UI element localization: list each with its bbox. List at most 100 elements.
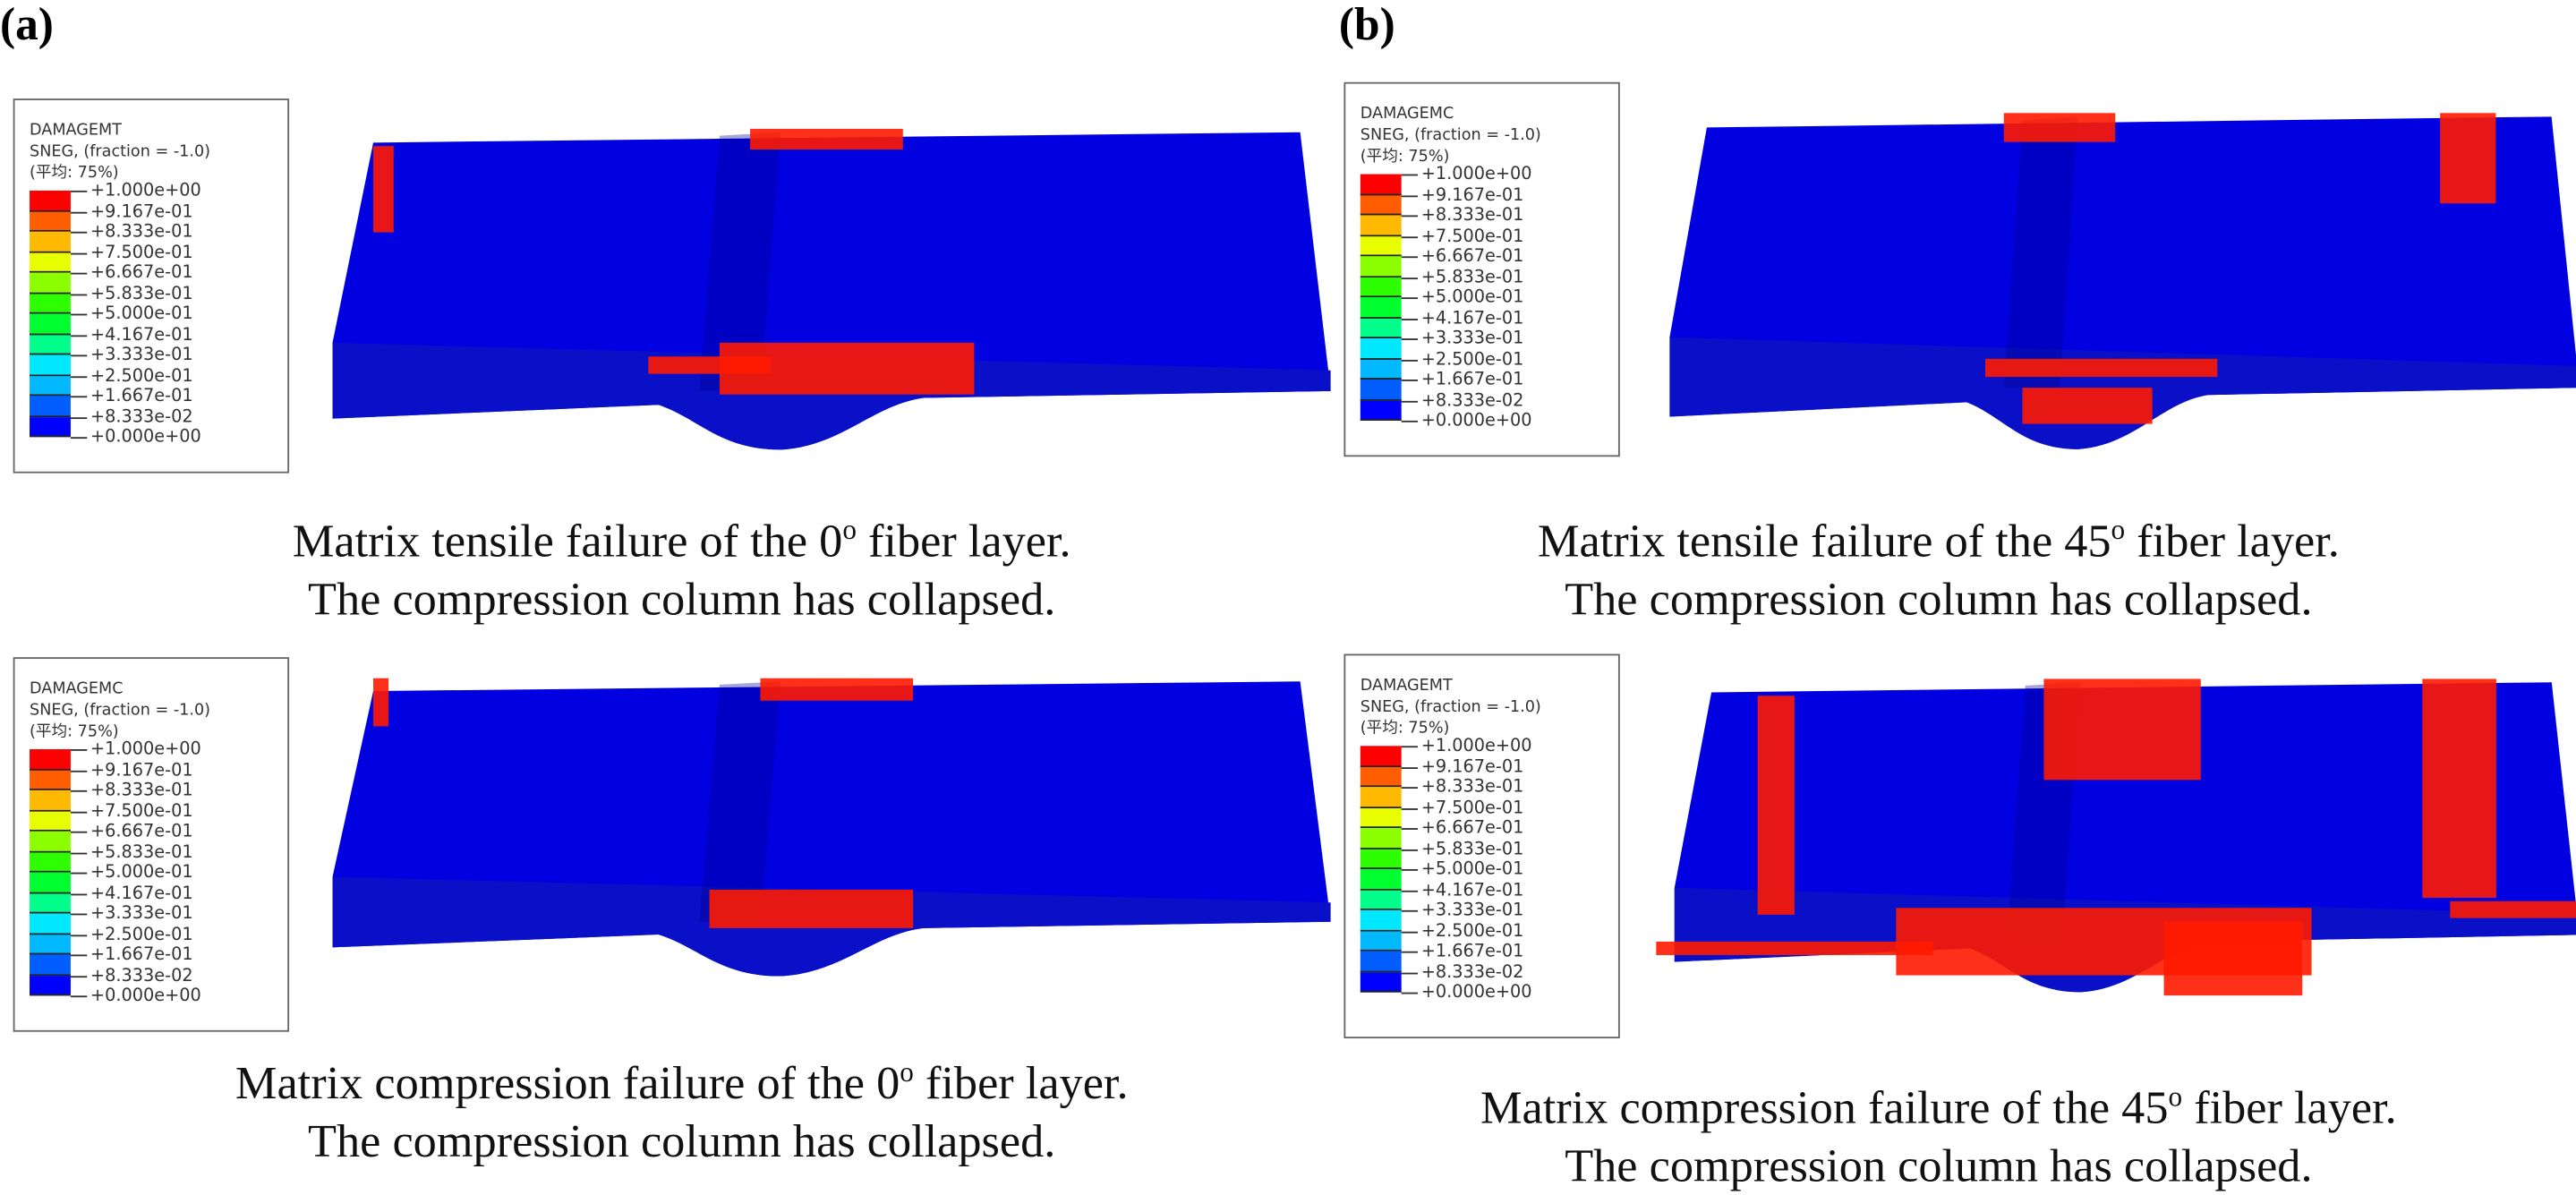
color-band: [1360, 380, 1402, 400]
legend-value: +0.000e+00: [90, 427, 201, 448]
legend-tick: [70, 416, 88, 419]
caption-text: fiber layer.: [856, 516, 1071, 568]
color-band: [1360, 951, 1402, 972]
damage-region: [1757, 696, 1795, 915]
legend-tick: [70, 231, 88, 234]
legend-tick: [1401, 194, 1419, 197]
caption: Matrix compression failure of the 45o fi…: [1363, 1068, 2513, 1195]
color-band: [30, 851, 71, 873]
legend-tick: [70, 790, 88, 792]
legend-value: +8.333e-01: [90, 780, 193, 800]
legend-tick: [1401, 399, 1419, 402]
legend-value: +5.000e-01: [1420, 287, 1524, 308]
legend-tick: [1401, 930, 1419, 933]
legend-variable: DAMAGEMT: [1360, 677, 1453, 696]
legend-value: +4.167e-01: [90, 324, 193, 345]
caption: Matrix tensile failure of the 45o fiber …: [1363, 501, 2513, 628]
legend-tick: [1401, 359, 1419, 361]
legend-value: +5.000e-01: [90, 303, 193, 324]
legend-tick: [1401, 868, 1419, 871]
legend-value: +7.500e-01: [90, 800, 193, 821]
legend-value: +1.667e-01: [90, 386, 193, 406]
legend-step: SNEG, (fraction = -1.0): [30, 701, 211, 720]
degree-superscript: o: [2111, 514, 2126, 546]
legend-value: +1.000e+00: [90, 180, 201, 201]
caption-line-1: Matrix tensile failure of the 45o fiber …: [1363, 501, 2513, 571]
color-band: [30, 954, 71, 976]
damage-region: [648, 356, 771, 374]
fem-model-view: [332, 128, 1331, 450]
legend-value: +2.500e-01: [90, 924, 193, 944]
legend-tick: [70, 975, 88, 977]
panel-label-b: (b): [1338, 0, 1395, 51]
legend-tick: [1401, 828, 1419, 830]
caption-text: Matrix compression failure of the 45: [1480, 1083, 2169, 1135]
legend-value: +4.167e-01: [90, 883, 193, 903]
legend-tick: [1401, 849, 1419, 850]
color-band: [30, 872, 71, 893]
legend-value: +8.333e-01: [1420, 205, 1524, 226]
legend-value: +3.333e-01: [1420, 900, 1524, 920]
color-band: [30, 210, 71, 232]
color-band: [1360, 930, 1402, 952]
legend-tick: [70, 748, 88, 751]
damage-region: [2003, 113, 2116, 142]
legend-tick: [70, 313, 88, 316]
legend-tick: [1401, 215, 1419, 218]
legend-value: +9.167e-01: [90, 759, 193, 780]
caption: Matrix tensile failure of the 0o fiber l…: [107, 501, 1257, 628]
caption-text: Matrix tensile failure of the 0: [292, 516, 843, 568]
laminate-front-face: [332, 342, 1331, 450]
legend-tick: [70, 375, 88, 378]
damage-region: [760, 678, 914, 701]
color-band: [1360, 909, 1402, 931]
legend-tick: [70, 995, 88, 998]
legend-tick: [1401, 338, 1419, 340]
caption-line-2: The compression column has collapsed.: [308, 1116, 1056, 1168]
legend-value: +2.500e-01: [1420, 349, 1524, 370]
legend-value: +4.167e-01: [1420, 879, 1524, 900]
damage-region: [2422, 679, 2496, 899]
damage-region: [2450, 901, 2576, 918]
color-band: [1360, 828, 1402, 849]
legend-value: +1.667e-01: [1420, 369, 1524, 390]
color-band: [1360, 889, 1402, 910]
color-band: [30, 913, 71, 935]
legend-tick: [70, 396, 88, 398]
damage-region: [1985, 358, 2218, 378]
color-band: [30, 396, 71, 417]
legend-value: +1.000e+00: [1420, 164, 1532, 184]
color-band: [1360, 297, 1402, 319]
damage-region: [2163, 921, 2303, 996]
collapse-fold: [699, 132, 781, 391]
legend-value: +3.333e-01: [1420, 329, 1524, 349]
color-band: [30, 375, 71, 397]
legend-value: +0.000e+00: [90, 986, 201, 1006]
color-band: [1360, 766, 1402, 788]
legend-tick: [1401, 174, 1419, 176]
legend-value: +7.500e-01: [1420, 226, 1524, 246]
legend-value: +5.000e-01: [1420, 858, 1524, 879]
legend-tick: [70, 851, 88, 854]
legend-tick: [70, 810, 88, 813]
legend-tick: [1401, 971, 1419, 974]
legend-tick: [1401, 909, 1419, 912]
legend-value: +0.000e+00: [1420, 982, 1532, 1003]
legend-value: +9.167e-01: [90, 201, 193, 221]
legend-tick: [1401, 746, 1419, 748]
color-band: [30, 892, 71, 914]
legend-average: (平均: 75%): [1360, 719, 1450, 738]
fem-model-view: [332, 678, 1331, 977]
legend-tick: [1401, 951, 1419, 953]
legend-tick: [1401, 235, 1419, 238]
color-scale: +1.000e+00+9.167e-01+8.333e-01+7.500e-01…: [30, 182, 287, 448]
damage-region: [373, 678, 389, 727]
legend-step: SNEG, (fraction = -1.0): [30, 142, 211, 161]
legend-tick: [70, 437, 88, 440]
legend-tick: [1401, 889, 1419, 892]
caption-line-1: Matrix compression failure of the 0o fib…: [107, 1044, 1257, 1114]
color-band: [1360, 807, 1402, 829]
legend-value: +8.333e-02: [1420, 389, 1524, 410]
